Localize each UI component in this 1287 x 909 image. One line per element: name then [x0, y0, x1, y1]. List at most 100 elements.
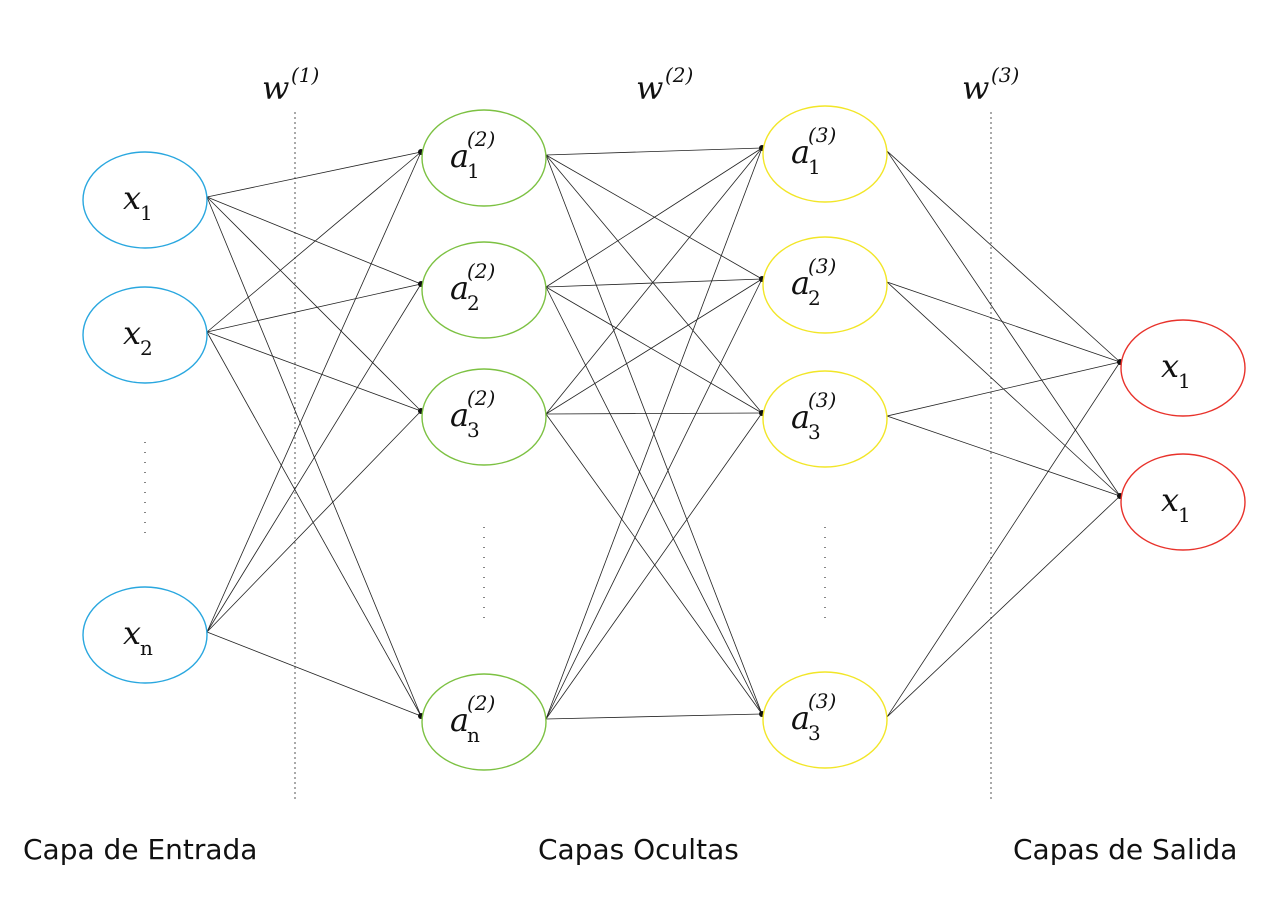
connection-l2-3-2 — [545, 278, 763, 415]
node-subscript: 2 — [467, 291, 480, 315]
node-subscript: 3 — [808, 721, 821, 745]
connection-l3-1-2 — [886, 150, 1121, 497]
node-subscript: 1 — [140, 201, 153, 225]
node-symbol: a — [450, 701, 469, 739]
connection-l2-4-4 — [545, 713, 763, 720]
connection-l1-2-3 — [206, 331, 422, 412]
weight-symbol: w — [962, 69, 989, 107]
node-superscript: (3) — [808, 689, 836, 713]
node-hidden2-4: a3 (3) — [762, 671, 888, 769]
node-symbol: a — [450, 396, 469, 434]
connection-l1-1-3 — [206, 196, 422, 412]
node-superscript: (2) — [467, 691, 495, 715]
connection-l2-3-1 — [545, 147, 763, 415]
weight-superscript: (2) — [665, 63, 693, 87]
connection-l3-3-1 — [886, 361, 1121, 417]
node-subscript: 1 — [467, 159, 480, 183]
connection-l2-2-1 — [545, 147, 763, 288]
node-hidden1-4: an (2) — [421, 673, 547, 771]
node-output-1: x1 — [1120, 319, 1246, 417]
weight-superscript: (1) — [291, 63, 319, 87]
node-superscript: (3) — [808, 123, 836, 147]
node-circle — [762, 105, 888, 203]
node-hidden2-2: a2(3) — [762, 236, 888, 334]
node-circle — [1120, 453, 1246, 551]
connection-l2-1-3 — [545, 154, 763, 414]
node-subscript: 3 — [808, 420, 821, 444]
connection-l3-4-1 — [886, 361, 1121, 718]
node-hidden2-3: a3 (3) — [762, 370, 888, 468]
node-circle — [421, 673, 547, 771]
node-circle — [82, 586, 208, 684]
connection-l1-3-1 — [206, 151, 422, 633]
node-hidden1-3: a3 (2) — [421, 368, 547, 466]
connection-l1-2-1 — [206, 151, 422, 333]
node-symbol: x — [123, 314, 141, 352]
connection-l2-4-2 — [545, 278, 763, 720]
node-symbol: x — [123, 614, 141, 652]
node-symbol: a — [791, 264, 810, 302]
node-circle — [421, 368, 547, 466]
node-superscript: (2) — [467, 386, 495, 410]
connection-l3-1-1 — [886, 150, 1121, 363]
connection-l1-3-2 — [206, 283, 422, 633]
node-hidden1-2: a2 (2) — [421, 241, 547, 339]
node-hidden2-1: a1 (3) — [762, 105, 888, 203]
node-circle — [82, 151, 208, 249]
node-superscript: (2) — [467, 127, 495, 151]
connection-l1-1-4 — [206, 196, 422, 717]
connection-l1-1-2 — [206, 196, 422, 285]
node-symbol: a — [791, 699, 810, 737]
connection-l3-2-1 — [886, 281, 1121, 363]
node-circle — [762, 370, 888, 468]
node-superscript: (3) — [808, 254, 836, 278]
node-subscript: 3 — [467, 418, 480, 442]
node-subscript: 1 — [1178, 369, 1191, 393]
node-symbol: x — [123, 179, 141, 217]
weight-symbol: w — [262, 69, 289, 107]
node-circle — [1120, 319, 1246, 417]
connection-l2-2-2 — [545, 278, 763, 288]
connection-l2-1-1 — [545, 147, 763, 156]
connection-l3-4-2 — [886, 495, 1121, 718]
weight-superscript: (3) — [991, 63, 1019, 87]
connection-l1-3-4 — [206, 631, 422, 717]
node-symbol: x — [1161, 347, 1179, 385]
node-superscript: (3) — [808, 388, 836, 412]
connection-l3-3-2 — [886, 415, 1121, 497]
node-symbol: a — [450, 137, 469, 175]
node-symbol: a — [791, 133, 810, 171]
node-symbol: x — [1161, 481, 1179, 519]
connection-l2-3-4 — [545, 413, 763, 715]
output-layer-caption: Capas de Salida — [1013, 833, 1238, 866]
node-subscript: 1 — [1178, 503, 1191, 527]
node-circle — [82, 286, 208, 384]
connection-l2-4-1 — [545, 147, 763, 720]
node-subscript: 1 — [808, 155, 821, 179]
connection-l2-2-3 — [545, 286, 763, 414]
node-input-2: x2 — [82, 286, 208, 384]
node-symbol: a — [450, 269, 469, 307]
node-circle — [421, 241, 547, 339]
node-subscript: n — [467, 723, 480, 747]
node-output-2: x1 — [1120, 453, 1246, 551]
node-input-1: x1 — [82, 151, 208, 249]
weight-label-3: w(3) — [962, 63, 1019, 107]
node-input-3: xn — [82, 586, 208, 684]
connection-l1-2-4 — [206, 331, 422, 717]
connection-l2-3-3 — [545, 412, 763, 415]
node-circle — [762, 236, 888, 334]
node-subscript: 2 — [140, 336, 153, 360]
node-subscript: n — [140, 636, 153, 660]
node-hidden1-1: a1 (2) — [421, 109, 547, 207]
node-symbol: a — [791, 398, 810, 436]
node-superscript: (2) — [467, 259, 495, 283]
connection-l2-2-4 — [545, 286, 763, 715]
node-circle — [421, 109, 547, 207]
input-layer-caption: Capa de Entrada — [23, 833, 258, 866]
connection-l2-4-3 — [545, 412, 763, 720]
connection-l1-1-1 — [206, 151, 422, 198]
weight-symbol: w — [636, 69, 663, 107]
